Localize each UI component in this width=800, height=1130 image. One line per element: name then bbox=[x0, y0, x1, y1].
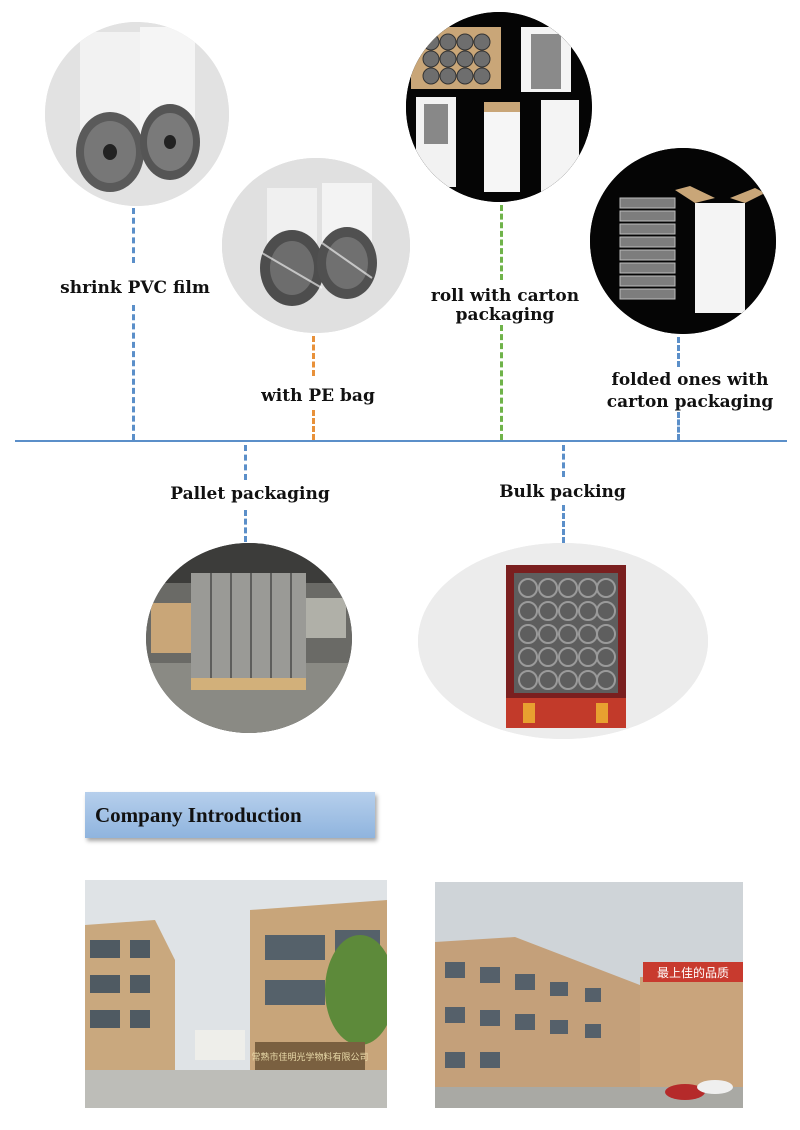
pallet-photo bbox=[146, 543, 352, 733]
roll-carton-label-line2: packaging bbox=[455, 305, 555, 325]
pe-bag-dash-lower bbox=[312, 410, 315, 440]
folded-dash-upper bbox=[677, 337, 680, 367]
pallet-label: Pallet packaging bbox=[170, 484, 330, 504]
shrink-pvc-photo bbox=[45, 22, 229, 206]
shrink-pvc-label: shrink PVC film bbox=[60, 278, 210, 298]
pe-bag-dash-upper bbox=[312, 336, 315, 376]
folded-label-line1: folded ones with bbox=[611, 370, 769, 390]
roll-carton-photo bbox=[406, 12, 592, 202]
factory-photo-left: 常熟市佳明光学物料有限公司 bbox=[85, 880, 387, 1108]
factory-sign-left: 常熟市佳明光学物料有限公司 bbox=[251, 1051, 368, 1063]
pe-bag-label: with PE bag bbox=[261, 386, 375, 406]
bulk-label: Bulk packing bbox=[499, 482, 626, 502]
factory-photo-right: 最上佳的品质 bbox=[435, 882, 743, 1108]
roll-carton-label-line1: roll with carton bbox=[430, 286, 580, 306]
pallet-dash-lower bbox=[244, 510, 247, 542]
bulk-dash-lower bbox=[562, 505, 565, 543]
factory-sign-right: 最上佳的品质 bbox=[657, 965, 729, 980]
folded-carton-photo bbox=[590, 148, 776, 334]
folded-dash-lower bbox=[677, 412, 680, 440]
pe-bag-photo bbox=[222, 158, 410, 333]
timeline-axis bbox=[15, 440, 787, 442]
roll-carton-dash-lower bbox=[500, 325, 503, 440]
company-intro-heading: Company Introduction bbox=[85, 792, 375, 838]
shrink-pvc-dash-upper bbox=[132, 208, 135, 263]
folded-label-line2: carton packaging bbox=[606, 392, 774, 412]
roll-carton-dash-upper bbox=[500, 205, 503, 280]
bulk-dash-upper bbox=[562, 445, 565, 477]
pallet-dash-upper bbox=[244, 445, 247, 480]
shrink-pvc-dash-lower bbox=[132, 305, 135, 440]
bulk-photo bbox=[418, 543, 708, 739]
